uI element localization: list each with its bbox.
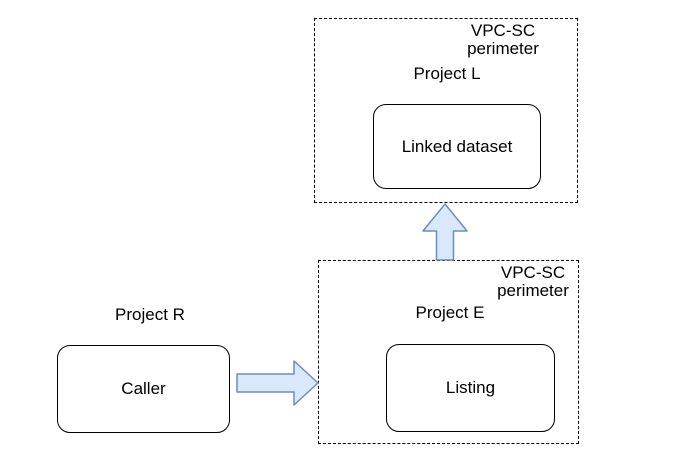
project-l-label: Project L (413, 64, 481, 83)
linked-dataset-node-label: Linked dataset (401, 136, 513, 156)
project-e-label: Project E (415, 303, 485, 322)
up-block-arrow-shape (422, 203, 468, 261)
vpc-sc-perimeter-top-label-line2: perimeter (467, 39, 539, 58)
vpc-sc-perimeter-top (314, 18, 578, 203)
caller-to-listing-arrow-icon (236, 360, 319, 406)
vpc-sc-perimeter-bottom-label: VPC-SC perimeter (473, 264, 593, 300)
caller-node: Caller (57, 345, 230, 433)
listing-node-label: Listing (445, 378, 496, 397)
project-r-label: Project R (115, 305, 185, 324)
vpc-sc-perimeter-top-label-line1: VPC-SC (470, 21, 536, 40)
caller-node-label: Caller (121, 379, 166, 398)
vpc-sc-perimeter-bottom-label-line1: VPC-SC (500, 263, 566, 282)
vpc-sc-perimeter-top-label: VPC-SC perimeter (443, 22, 563, 58)
listing-node: Listing (386, 344, 555, 432)
vpc-sc-perimeter-bottom-label-line2: perimeter (497, 281, 569, 300)
linked-dataset-node: Linked dataset (373, 104, 541, 189)
right-block-arrow-shape (236, 360, 319, 406)
listing-to-linked-dataset-arrow-icon (422, 203, 468, 261)
